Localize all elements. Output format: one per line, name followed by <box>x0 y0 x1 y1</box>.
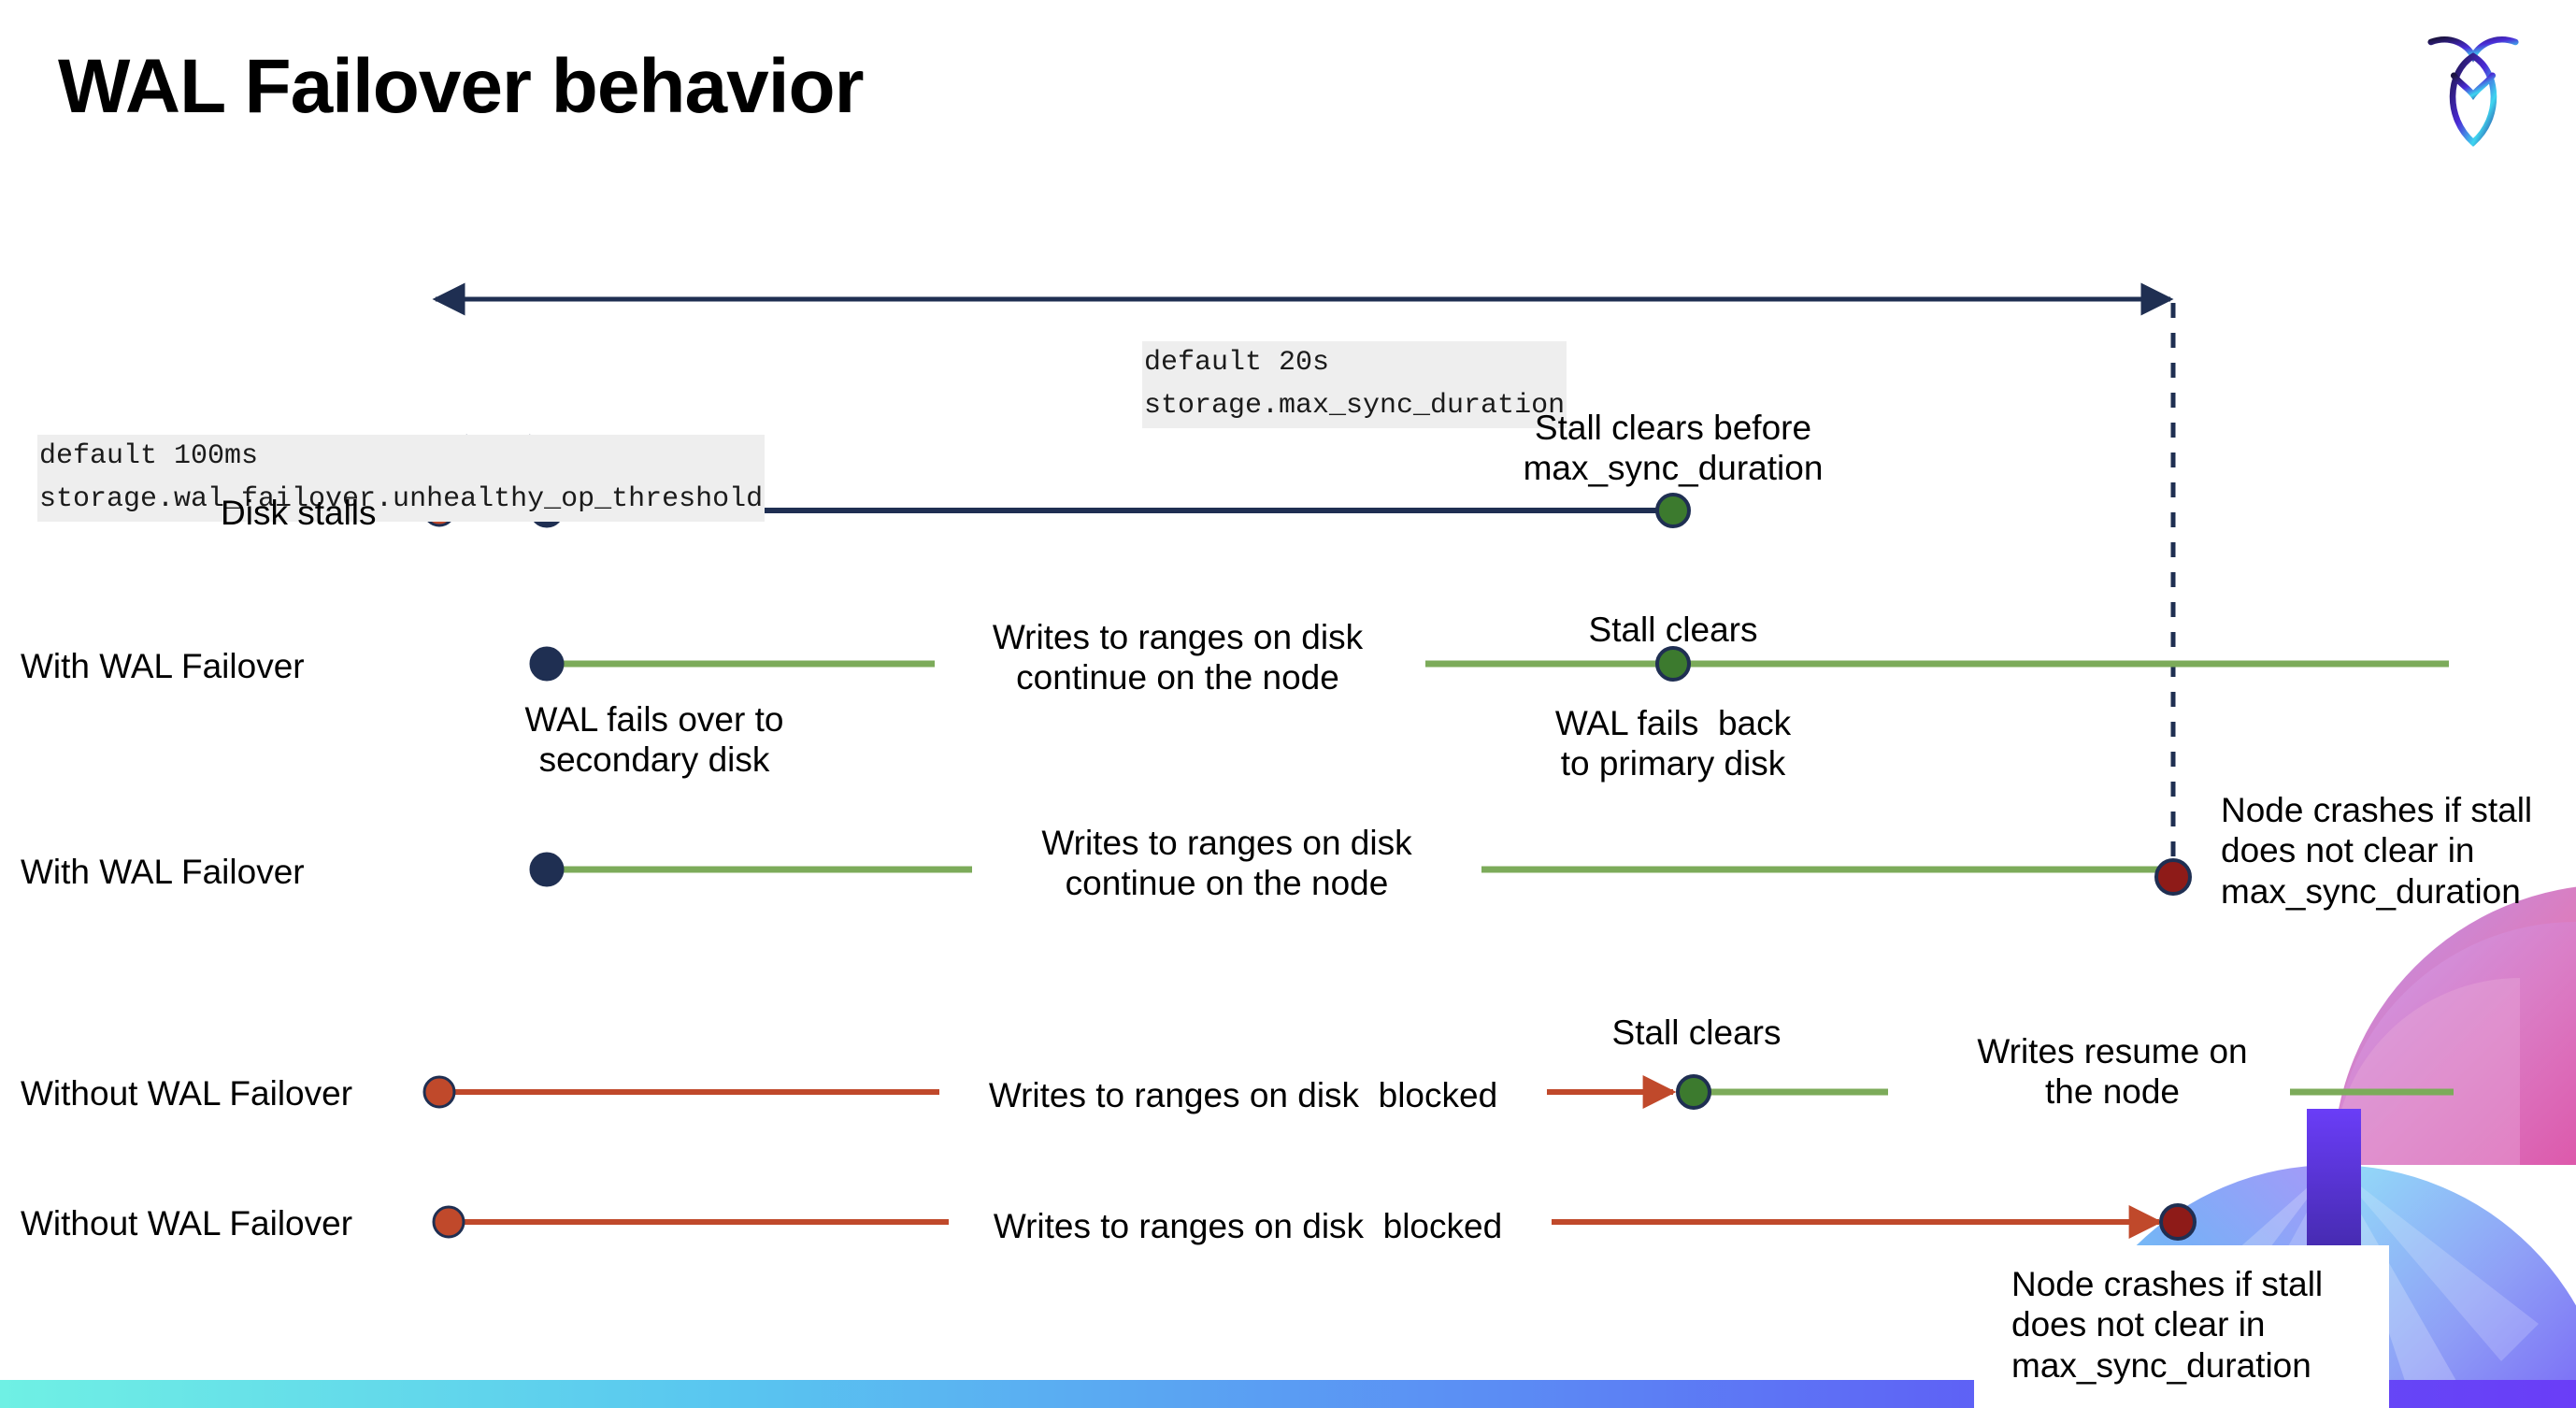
unhealthy-op-threshold-name: storage.wal_failover.unhealthy_op_thresh… <box>37 478 766 522</box>
note-writes-continue-row2: Writes to ranges on disk continue on the… <box>992 618 1364 697</box>
row-without-wal-failover-clears-track <box>422 1074 2454 1110</box>
page-title: WAL Failover behavior <box>58 44 865 129</box>
node-crash-marker <box>2159 1203 2197 1241</box>
row-with-wal-failover-crash-track <box>529 852 2192 896</box>
row-label-with-wal-failover-1: With WAL Failover <box>21 647 305 685</box>
stall-clear-marker <box>1655 646 1691 682</box>
note-wal-fails-back: WAL fails back to primary disk <box>1554 704 1792 783</box>
note-stall-clears-row2: Stall clears <box>1588 611 1758 649</box>
row-without-wal-failover-crash-track <box>432 1203 2197 1241</box>
stall-start-marker <box>432 1205 465 1239</box>
unhealthy-op-threshold-default: default 100ms <box>37 434 766 479</box>
note-stall-clears-before-max-sync: Stall clears before max_sync_duration <box>1523 409 1824 488</box>
row-label-disk-stalls: Disk stalls <box>221 494 377 532</box>
stall-clear-marker <box>1655 493 1691 528</box>
row-with-wal-failover-clears-track <box>529 646 2449 682</box>
max-sync-duration-name: storage.max_sync_duration <box>1142 384 1567 428</box>
note-node-crashes-row3: Node crashes if stall does not clear in … <box>2221 791 2533 911</box>
stall-start-marker <box>422 1075 456 1109</box>
note-stall-clears-row4: Stall clears <box>1611 1013 1782 1052</box>
note-writes-resume: Writes resume on the node <box>1977 1032 2248 1112</box>
bottom-note-backdrop <box>1974 1245 2389 1408</box>
row-label-without-wal-failover-2: Without WAL Failover <box>21 1204 353 1243</box>
cockroachdb-logo-icon <box>2427 36 2519 147</box>
stall-clear-marker <box>1676 1074 1711 1110</box>
row-label-with-wal-failover-2: With WAL Failover <box>21 853 305 891</box>
failover-marker <box>529 852 565 887</box>
max-sync-duration-default: default 20s <box>1142 340 1567 385</box>
failover-marker <box>529 646 565 682</box>
note-writes-continue-row3: Writes to ranges on disk continue on the… <box>1041 824 1412 903</box>
note-node-crashes-row5: Node crashes if stall does not clear in … <box>2011 1265 2324 1385</box>
row-label-without-wal-failover-1: Without WAL Failover <box>21 1074 353 1113</box>
note-writes-blocked-row4: Writes to ranges on disk blocked <box>988 1076 1498 1114</box>
note-writes-blocked-row5: Writes to ranges on disk blocked <box>993 1207 1503 1245</box>
note-wal-fails-over: WAL fails over to secondary disk <box>524 700 784 780</box>
node-crash-marker <box>2154 858 2192 896</box>
